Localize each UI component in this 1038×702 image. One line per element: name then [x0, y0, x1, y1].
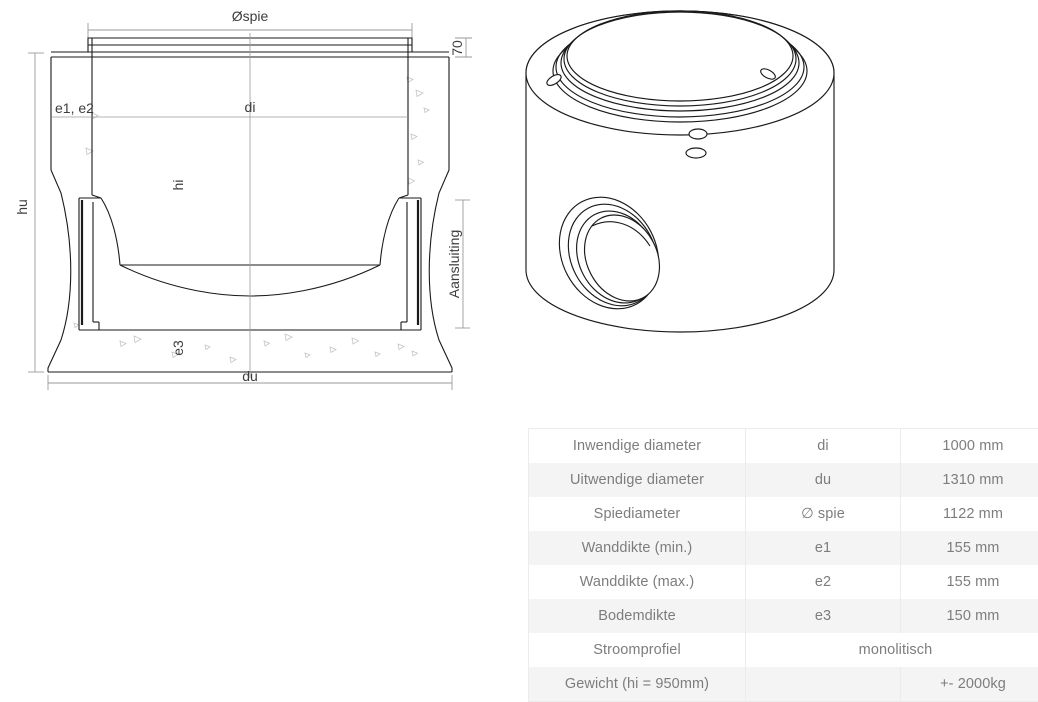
spec-label: Gewicht (hi = 950mm): [529, 667, 746, 702]
isometric-drawing-svg: [500, 10, 860, 350]
dim-label-hi: hi: [170, 180, 186, 191]
connection-socket-left: [79, 198, 101, 330]
section-drawing-svg: Øspie 70: [0, 0, 500, 400]
section-drawing: Øspie 70: [0, 0, 500, 400]
dim-label-70: 70: [449, 40, 465, 56]
dimension-collar-70: 70: [449, 38, 472, 57]
dim-label-spie: Øspie: [232, 8, 269, 24]
spec-label: Uitwendige diameter: [529, 463, 746, 497]
dimension-hu: hu: [14, 53, 44, 372]
spec-symbol: di: [746, 429, 901, 464]
table-row: Gewicht (hi = 950mm) +- 2000kg: [529, 667, 1038, 702]
concrete-hatch-pattern: [74, 77, 429, 363]
spec-symbol: ∅ spie: [746, 497, 901, 531]
spec-label: Spiediameter: [529, 497, 746, 531]
dim-label-di: di: [245, 99, 256, 115]
spec-value-merged: monolitisch: [746, 633, 1038, 667]
spec-value: 155 mm: [901, 531, 1038, 565]
spec-value: +- 2000kg: [901, 667, 1038, 702]
dimension-di: di: [51, 99, 408, 117]
dim-label-aansluiting: Aansluiting: [446, 230, 462, 299]
isometric-drawing: [500, 10, 860, 350]
dim-label-hu: hu: [14, 199, 30, 215]
spec-symbol: du: [746, 463, 901, 497]
spec-value: 1310 mm: [901, 463, 1038, 497]
dimension-du: du: [48, 368, 452, 390]
spec-symbol: e3: [746, 599, 901, 633]
spec-label: Inwendige diameter: [529, 429, 746, 464]
cover-seat-rings: [553, 11, 807, 122]
spec-label: Stroomprofiel: [529, 633, 746, 667]
spec-label: Wanddikte (min.): [529, 531, 746, 565]
dim-label-du: du: [242, 368, 258, 384]
spec-label: Bodemdikte: [529, 599, 746, 633]
dimension-aansluiting: Aansluiting: [446, 200, 470, 328]
connection-socket-right: [399, 198, 421, 330]
spec-value: 1000 mm: [901, 429, 1038, 464]
spec-symbol: [746, 667, 901, 702]
spec-symbol: e1: [746, 531, 901, 565]
spec-value: 150 mm: [901, 599, 1038, 633]
spec-label: Wanddikte (max.): [529, 565, 746, 599]
dim-label-e1-e2: e1, e2: [55, 100, 94, 116]
spec-symbol: e2: [746, 565, 901, 599]
dim-label-e3: e3: [170, 340, 186, 356]
spec-value: 1122 mm: [901, 497, 1038, 531]
spec-value: 155 mm: [901, 565, 1038, 599]
